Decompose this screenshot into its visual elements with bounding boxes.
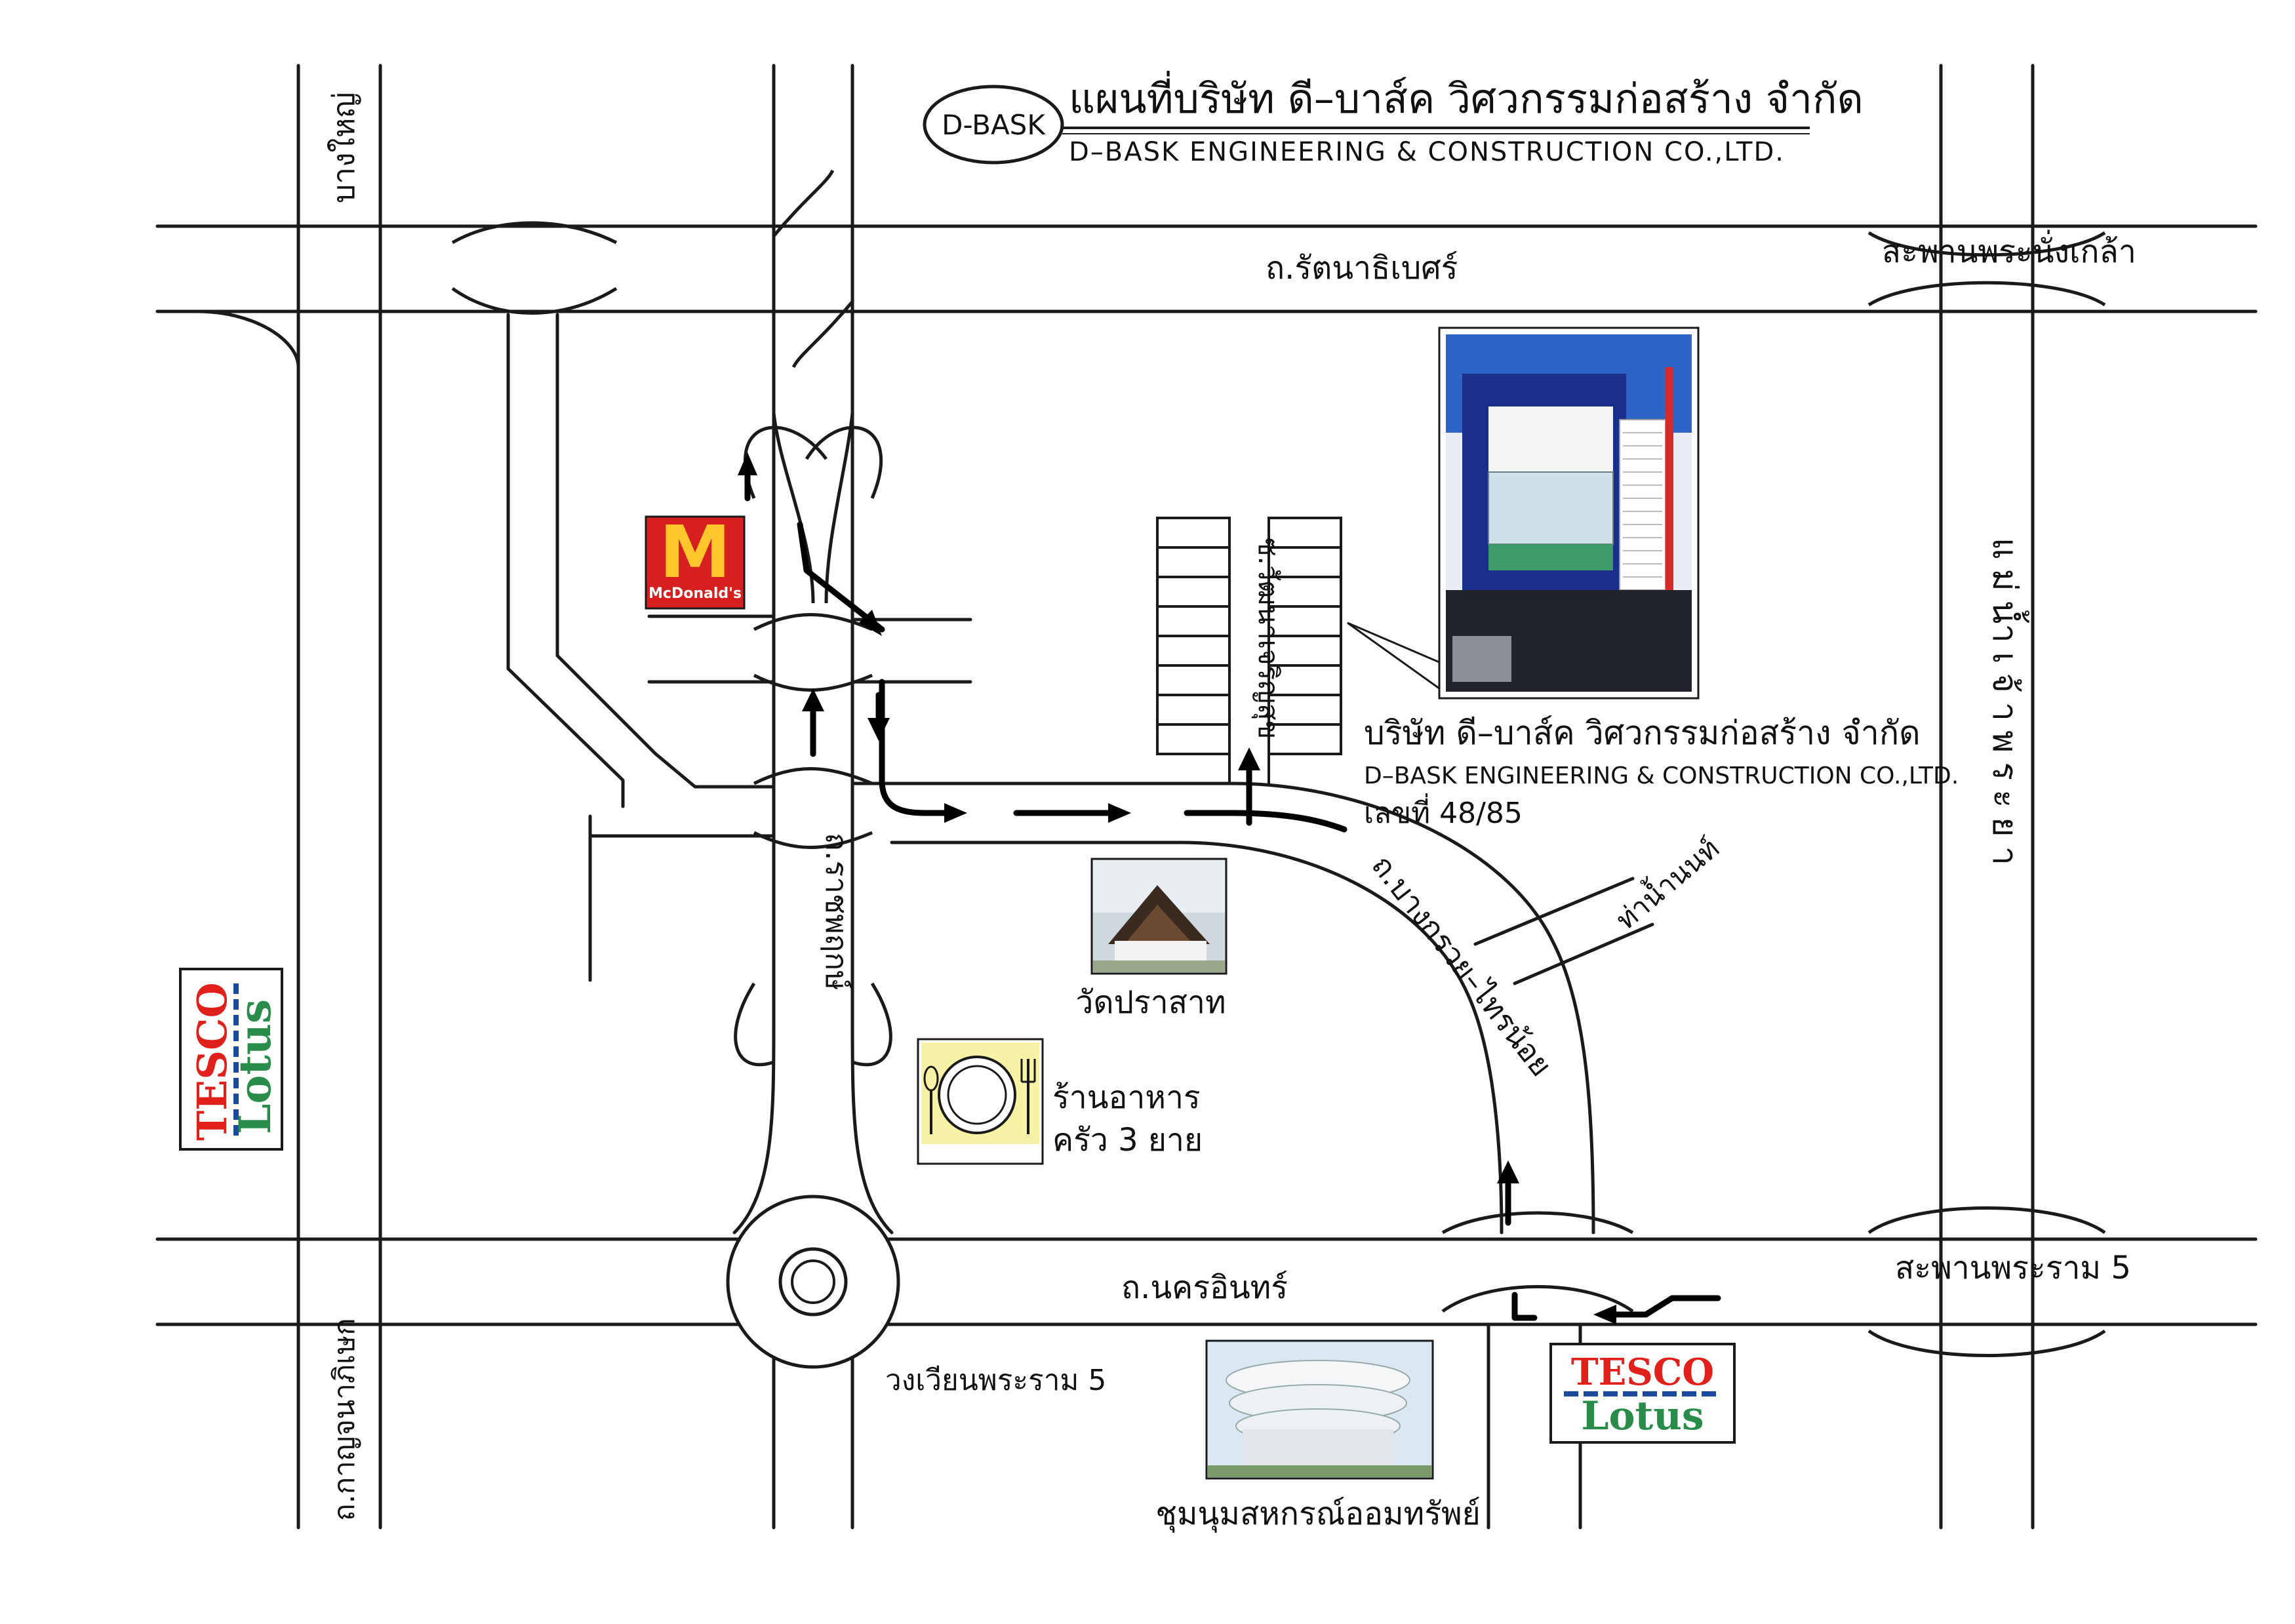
restaurant-landmark: ร้านอาหาร ครัว 3 ยาย [917, 1038, 1203, 1165]
label-kanchanaphisek: ถ.กาญจนาภิเษก [328, 1318, 361, 1521]
ratchaphruek-road-east-edge [850, 64, 894, 1235]
route-line-main [879, 679, 1347, 833]
mcdonalds-label: McDonald's [649, 585, 742, 602]
title-thai: แผนที่บริษัท ดี–บาส์ค วิศวกรรมก่อสร้าง จ… [1069, 71, 1864, 123]
road-labels: ถ.รัตนาธิเบศร์ สะพานพระนั่งเกล้า ถ.นครอิ… [326, 92, 2136, 1521]
wat-prasat-label: วัดปราสาท [1075, 984, 1226, 1021]
bang-kruai-sai-noi-road-south-edge [890, 841, 1504, 1235]
route-arrow-icon [1238, 747, 1260, 770]
ratchaphruek-road-west-edge [732, 64, 776, 1235]
cooperative-label: ชุมนุมสหกรณ์ออมทรัพย์ [1155, 1495, 1480, 1533]
tesco-text: TESCO [1571, 1351, 1714, 1394]
lotus-text: Lotus [1581, 1393, 1704, 1439]
label-phra-nang-klao-bridge: สะพานพระนั่งเกล้า [1882, 229, 2136, 270]
soi-blocks [1156, 517, 1342, 755]
rama5-roundabout [726, 1195, 900, 1369]
tha-nam-non-road [1473, 877, 1635, 946]
restaurant-name-line1: ร้านอาหาร [1052, 1079, 1201, 1116]
building-pointer [1347, 622, 1440, 690]
label-chao-phraya-river: แม่น้ำเจ้าพระยา [1985, 538, 2029, 875]
route-arrow-icon [738, 452, 757, 475]
cooperative-landmark: ชุมนุมสหกรณ์ออมทรัพย์ [1155, 1339, 1481, 1533]
label-bang-yai: บางใหญ่ [326, 92, 361, 203]
route-arrow-icon [1108, 803, 1131, 823]
mcdonalds-logo-m: M [659, 510, 730, 594]
header: D-BASK แผนที่บริษัท ดี–บาส์ค วิศวกรรมก่อ… [923, 71, 1864, 167]
company-building: บริษัท ดี–บาส์ค วิศวกรรมก่อสร้าง จำกัด D… [1347, 327, 1959, 830]
d-bask-logo [923, 85, 1064, 165]
wat-prasat-landmark: วัดปราสาท [1075, 858, 1227, 1021]
company-name-english: D–BASK ENGINEERING & CONSTRUCTION CO.,LT… [1364, 762, 1959, 789]
label-rama5-roundabout: วงเวียนพระราม 5 [885, 1364, 1106, 1397]
route-line-ratchaphruek [797, 521, 885, 633]
route-arrow-icon [859, 610, 882, 636]
mcdonalds-logo [645, 515, 746, 610]
service-road-west [506, 313, 625, 808]
route-arrow-icon [802, 688, 824, 711]
label-rama5-bridge: สะพานพระราม 5 [1895, 1250, 2131, 1286]
driving-route [738, 452, 1721, 1324]
tesco-lotus-left: TESCO Lotus [179, 968, 283, 1151]
company-address: เลขที่ 48/85 [1364, 793, 1523, 830]
route-arrow-icon [944, 803, 967, 823]
label-rattanathibet: ถ.รัตนาธิเบศร์ [1266, 250, 1458, 287]
label-nakhon-in: ถ.นครอินทร์ [1121, 1269, 1288, 1306]
label-bang-kruai-sai-noi: ถ.บางกรวย–ไทรน้อย [1365, 848, 1559, 1083]
label-ratchaphruek: ถ.ราชพฤกษ์ [819, 833, 854, 991]
route-arrow-icon [1497, 1160, 1519, 1183]
route-arrow-icon [1593, 1305, 1616, 1324]
restaurant-name-line2: ครัว 3 ยาย [1052, 1122, 1203, 1159]
roads [155, 64, 2258, 1530]
route-arrow-icon [868, 718, 890, 741]
tesco-lotus-bottom: TESCO Lotus [1549, 1343, 1736, 1444]
tesco-text: TESCO [188, 982, 236, 1141]
tesco-lotus-logo [179, 968, 283, 1151]
company-name-thai: บริษัท ดี–บาส์ค วิศวกรรมก่อสร้าง จำกัด [1364, 714, 1921, 752]
bang-kruai-sai-noi-road-north-edge [850, 782, 1595, 1235]
logo-text: D-BASK [942, 109, 1046, 141]
plate-fork-spoon-icon [923, 1056, 1036, 1134]
label-soi-watthana: ซ.วัฒนาเจริญสุข [1251, 538, 1285, 739]
mcdonalds-landmark: M McDonald's [645, 510, 746, 610]
lotus-text: Lotus [230, 999, 281, 1134]
service-road-east [555, 313, 776, 789]
title-english: D–BASK ENGINEERING & CONSTRUCTION CO.,LT… [1069, 137, 1785, 167]
